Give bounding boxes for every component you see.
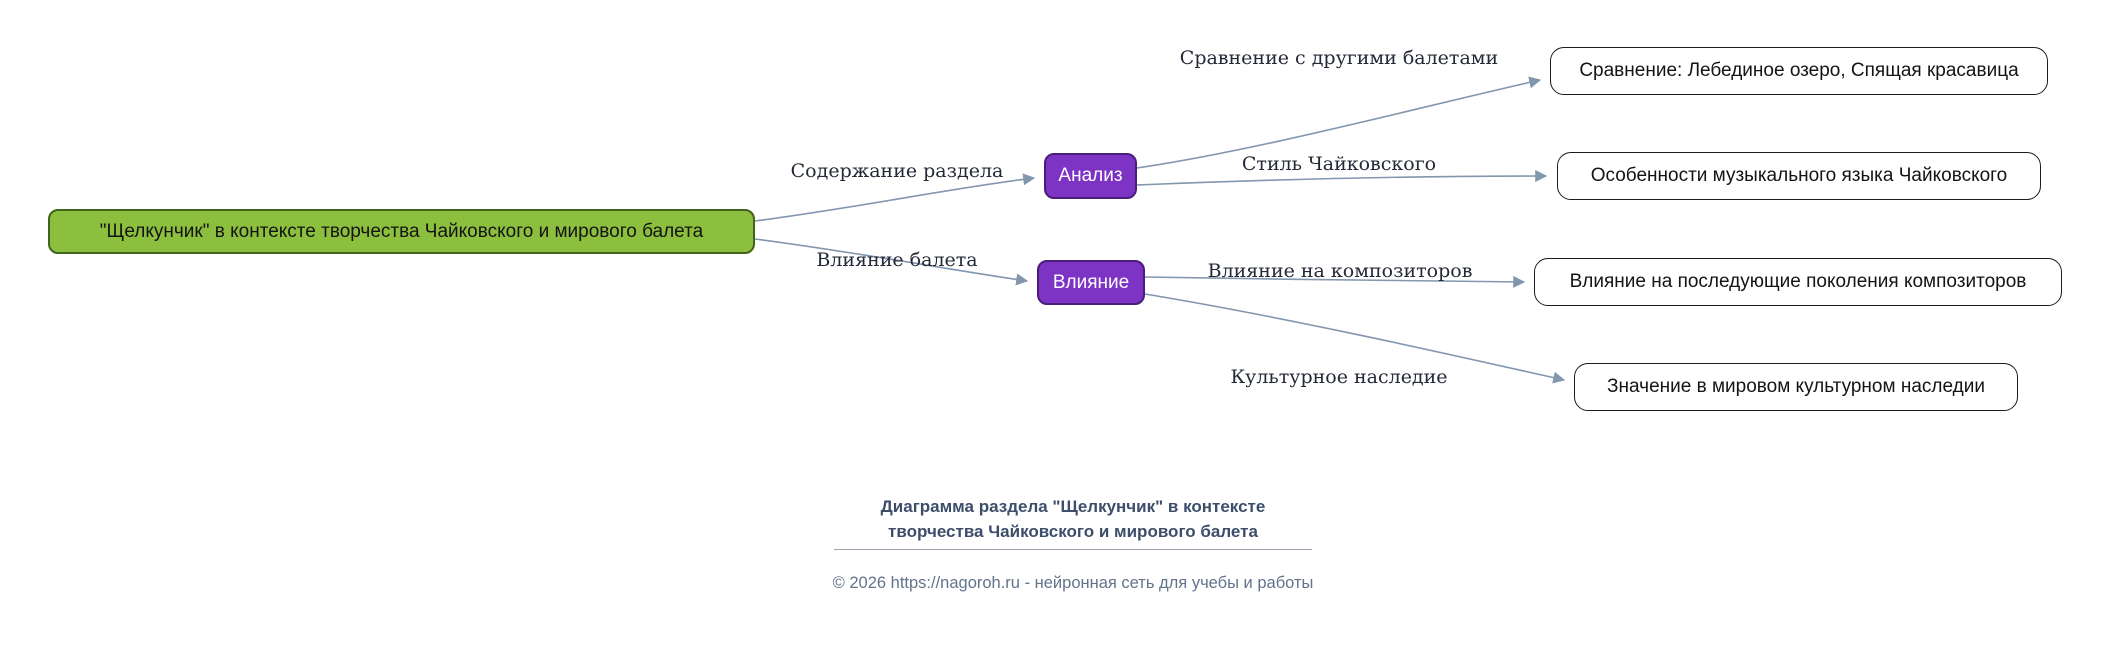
- edge-root-analysis: [754, 173, 1036, 222]
- leaf-node-style-label: Особенности музыкального языка Чайковско…: [1590, 165, 2008, 186]
- caption-divider: [834, 549, 1312, 550]
- branch-node-influence: Влияние: [1037, 260, 1145, 305]
- diagram-caption-line2: творчества Чайковского и мирового балета: [888, 522, 1258, 541]
- edge-label-influence: Влияние балета: [816, 249, 978, 271]
- branch-node-influence-label: Влияние: [1052, 271, 1130, 293]
- root-node: "Щелкунчик" в контексте творчества Чайко…: [48, 209, 755, 254]
- copyright-text: © 2026 https://nagoroh.ru - нейронная се…: [832, 574, 1314, 592]
- branch-node-analysis: Анализ: [1044, 153, 1137, 199]
- root-node-label: "Щелкунчик" в контексте творчества Чайко…: [99, 220, 704, 242]
- leaf-node-legacy-label: Значение в мировом культурном наследии: [1607, 376, 1985, 397]
- edge-label-comparison: Сравнение с другими балетами: [1179, 47, 1499, 69]
- edge-root-influence: [754, 238, 1029, 286]
- leaf-node-style: Особенности музыкального языка Чайковско…: [1557, 152, 2041, 200]
- branch-node-analysis-label: Анализ: [1058, 165, 1123, 186]
- leaf-node-composers: Влияние на последующие поколения компози…: [1534, 258, 2062, 306]
- edge-label-legacy: Культурное наследие: [1230, 366, 1448, 388]
- leaf-node-composers-label: Влияние на последующие поколения компози…: [1569, 271, 2027, 292]
- edge-influence-composers: [1144, 275, 1526, 288]
- diagram-caption-line1: Диаграмма раздела "Щелкунчик" в контекст…: [880, 497, 1266, 516]
- leaf-node-comparison-label: Сравнение: Лебединое озеро, Спящая краса…: [1579, 60, 2019, 81]
- leaf-node-comparison: Сравнение: Лебединое озеро, Спящая краса…: [1550, 47, 2048, 95]
- edge-analysis-comparison: [1136, 76, 1542, 169]
- edge-influence-legacy: [1144, 293, 1566, 384]
- edge-label-composers: Влияние на композиторов: [1207, 260, 1473, 282]
- edge-analysis-style: [1136, 170, 1548, 186]
- edge-label-analysis: Содержание раздела: [790, 160, 1004, 182]
- diagram-caption: Диаграмма раздела "Щелкунчик" в контекст…: [881, 494, 1266, 544]
- edge-label-style: Стиль Чайковского: [1241, 153, 1437, 175]
- leaf-node-legacy: Значение в мировом культурном наследии: [1574, 363, 2018, 411]
